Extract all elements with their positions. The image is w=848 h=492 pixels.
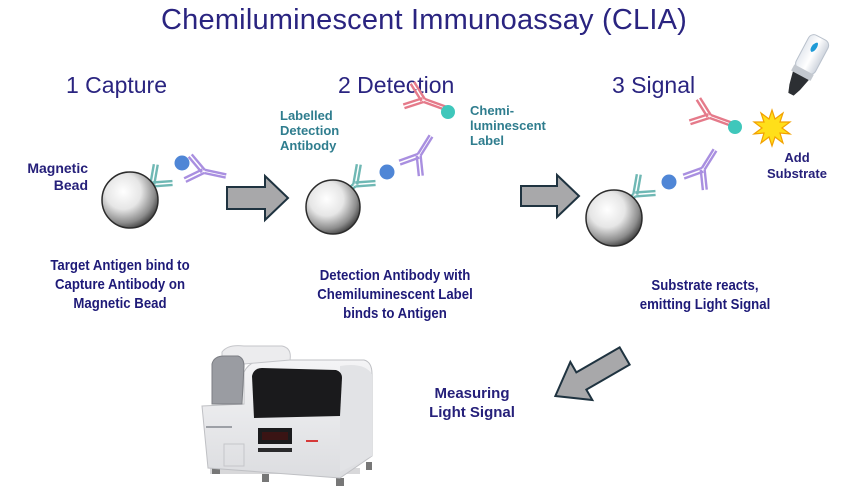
label-line: Antibody xyxy=(280,138,337,153)
label-line: Add xyxy=(784,150,810,165)
add-substrate-label: Add Substrate xyxy=(752,150,842,182)
step-1-caption: Target Antigen bind to Capture Antibody … xyxy=(23,256,217,313)
detection-antibody-icon xyxy=(182,152,231,191)
substrate-bottle-icon xyxy=(788,34,830,96)
magnetic-bead-icon xyxy=(101,171,159,229)
magnetic-bead-icon xyxy=(305,179,361,235)
detection-antibody-icon xyxy=(680,141,729,193)
label-line: Substrate xyxy=(767,166,827,181)
diagram-title: Chemiluminescent Immunoassay (CLIA) xyxy=(161,4,687,36)
magnetic-bead-label: Magnetic Bead xyxy=(12,160,88,194)
label-antibody-icon xyxy=(686,95,737,139)
caption-line: Target Antigen bind to xyxy=(50,257,190,274)
light-flash-icon xyxy=(751,108,793,148)
caption-line: Capture Antibody on xyxy=(54,276,186,293)
antigen-icon xyxy=(379,164,395,180)
caption-line: Magnetic Bead xyxy=(73,295,167,312)
caption-line: Chemiluminescent Label xyxy=(317,286,473,303)
label-line: Labelled xyxy=(280,108,333,123)
detection-antibody-icon xyxy=(396,127,445,179)
stage-2-complex xyxy=(305,79,455,235)
measuring-light-signal-label: Measuring Light Signal xyxy=(412,384,532,422)
chemiluminescent-label-icon xyxy=(728,120,742,134)
step-3-caption: Substrate reacts, emitting Light Signal xyxy=(604,276,806,314)
step-2-caption: Detection Antibody with Chemiluminescent… xyxy=(285,266,505,323)
magnetic-bead-label-line: Magnetic xyxy=(27,160,88,176)
antigen-icon xyxy=(661,174,677,190)
step-2-heading: 2 Detection xyxy=(338,72,455,98)
stage-3-complex xyxy=(585,34,830,247)
label-line: Label xyxy=(470,133,504,148)
clia-analyzer-icon xyxy=(201,345,373,486)
chemiluminescent-label-icon xyxy=(441,105,455,119)
stage-1-complex xyxy=(101,152,231,229)
caption-line: Substrate reacts, xyxy=(651,277,759,294)
chemiluminescent-label-text: Chemi- luminescent Label xyxy=(470,103,546,148)
label-line: Chemi- xyxy=(470,103,515,118)
arrow-icon xyxy=(553,345,632,402)
label-line: Measuring xyxy=(434,385,510,402)
caption-line: emitting Light Signal xyxy=(639,296,771,313)
caption-line: Detection Antibody with xyxy=(319,267,471,284)
caption-line: binds to Antigen xyxy=(343,305,447,322)
label-line: Light Signal xyxy=(429,404,515,421)
label-line: Detection xyxy=(280,123,340,138)
step-1-heading: 1 Capture xyxy=(66,72,168,98)
arrow-icon xyxy=(520,172,581,220)
antigen-icon xyxy=(174,155,190,171)
arrow-icon xyxy=(226,173,290,223)
step-3-heading: 3 Signal xyxy=(612,72,696,98)
magnetic-bead-icon xyxy=(585,189,643,247)
label-line: luminescent xyxy=(470,118,546,133)
labelled-detection-antibody-label: Labelled Detection Antibody xyxy=(280,108,339,153)
magnetic-bead-label-line: Bead xyxy=(53,177,88,193)
